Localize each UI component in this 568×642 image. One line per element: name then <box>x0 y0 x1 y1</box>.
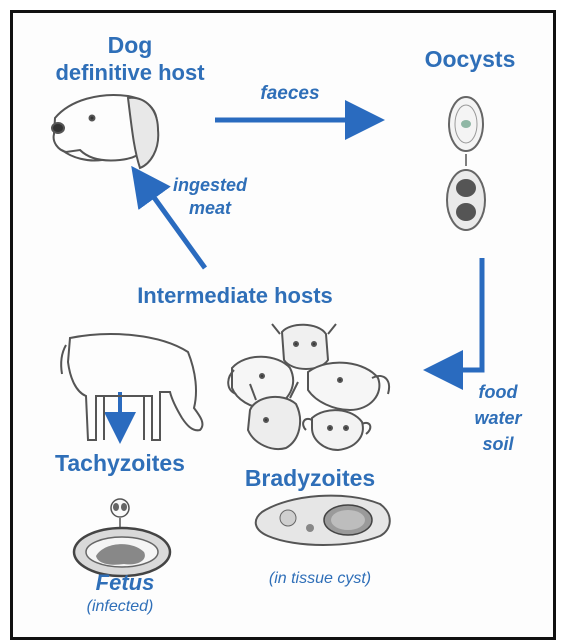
intermediate-host-heads-illustration <box>228 324 389 450</box>
oocyst-sporulated-illustration <box>447 170 485 230</box>
fetus-label: Fetus <box>70 570 180 596</box>
tachyzoites-label: Tachyzoites <box>30 450 210 477</box>
intermediate-hosts-label: Intermediate hosts <box>110 283 360 309</box>
food-label: food <box>458 382 538 403</box>
water-label: water <box>458 408 538 429</box>
arrow-oocysts-to-intermediate <box>438 258 482 370</box>
dog-title: Dog <box>75 32 185 59</box>
dog-head-illustration <box>52 95 158 168</box>
tachyzoite-cell-illustration <box>111 499 129 517</box>
soil-label: soil <box>458 434 538 455</box>
bradyzoites-label: Bradyzoites <box>230 465 390 492</box>
ingested-label: ingested <box>160 175 260 196</box>
cow-illustration <box>61 334 202 440</box>
oocysts-label: Oocysts <box>400 46 540 73</box>
dog-subtitle: definitive host <box>30 60 230 86</box>
faeces-label: faeces <box>240 83 340 105</box>
tissue-cyst-illustration <box>256 496 390 545</box>
meat-label: meat <box>160 198 260 219</box>
fetus-infected-label: (infected) <box>60 598 180 616</box>
fetus-in-uterus-illustration <box>74 528 170 576</box>
tissue-cyst-label: (in tissue cyst) <box>240 570 400 588</box>
oocyst-unsporulated-illustration <box>449 97 483 151</box>
